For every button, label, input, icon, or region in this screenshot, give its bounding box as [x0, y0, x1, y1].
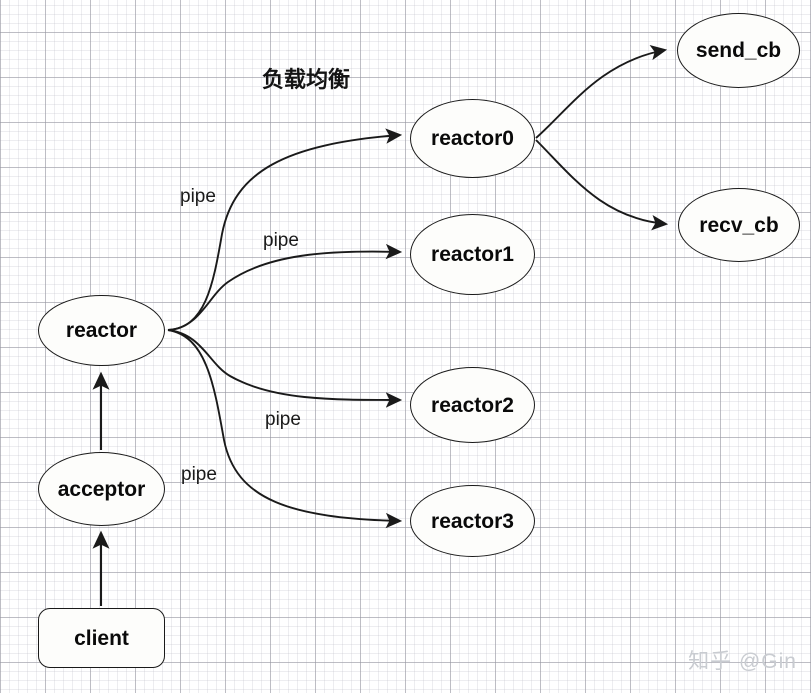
- edge-label-pipe-2: pipe: [265, 409, 301, 430]
- edge-reactor0-recv_cb: [535, 139, 669, 231]
- node-send-cb[interactable]: send_cb: [677, 13, 800, 88]
- node-reactor0[interactable]: reactor0: [410, 99, 535, 178]
- node-recv-cb-label: recv_cb: [699, 213, 779, 237]
- edge-reactor0-send_cb: [535, 45, 668, 139]
- edge-label-pipe-0: pipe: [180, 186, 216, 207]
- node-recv-cb[interactable]: recv_cb: [678, 188, 800, 262]
- node-reactor3-label: reactor3: [431, 509, 514, 533]
- node-reactor-label: reactor: [65, 319, 138, 342]
- node-reactor1[interactable]: reactor1: [410, 214, 535, 295]
- node-reactor1-label: reactor1: [431, 243, 514, 266]
- edge-reactor-reactor3: [167, 329, 403, 529]
- node-client-label: client: [74, 626, 129, 650]
- edge-reactor-reactor1: [167, 243, 403, 331]
- edge-reactor-reactor0: [167, 128, 403, 331]
- node-reactor0-label: reactor0: [431, 127, 514, 150]
- node-send-cb-label: send_cb: [695, 39, 782, 62]
- node-reactor3[interactable]: reactor3: [410, 485, 535, 557]
- node-acceptor[interactable]: acceptor: [38, 452, 165, 526]
- node-client[interactable]: client: [38, 608, 165, 668]
- edge-reactor-reactor2: [167, 329, 403, 408]
- edge-label-pipe-3: pipe: [181, 464, 217, 485]
- edge-label-pipe-1: pipe: [263, 230, 299, 251]
- node-acceptor-label: acceptor: [57, 477, 146, 501]
- node-reactor2-label: reactor2: [431, 393, 514, 417]
- node-reactor[interactable]: reactor: [38, 295, 165, 366]
- watermark: 知乎 @Gin: [688, 650, 797, 673]
- node-reactor2[interactable]: reactor2: [410, 367, 535, 443]
- diagram-title: 负载均衡: [262, 67, 351, 92]
